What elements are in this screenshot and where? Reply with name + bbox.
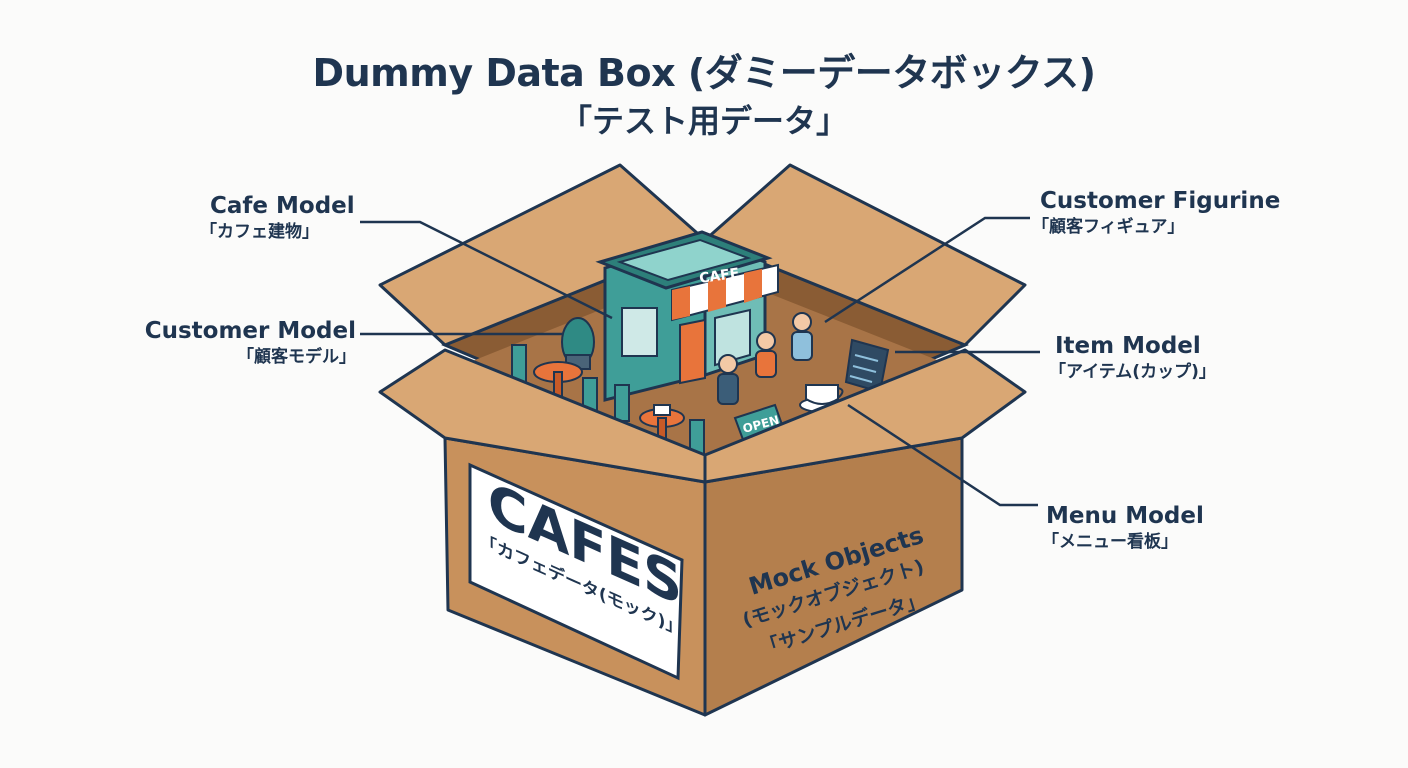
callout-cafe-model-japanese: 「カフェ建物」	[200, 222, 319, 243]
callout-customer-model-english: Customer Model	[144, 318, 356, 344]
customer-figurines	[717, 312, 813, 405]
callout-customer-figurine: Customer Figurine 「顧客フィギュア」	[1032, 188, 1281, 238]
cafe-sign-text: CAFE	[698, 266, 740, 287]
callout-item-model-japanese: 「アイテム(カップ)」	[1049, 362, 1216, 383]
callout-cafe-model: Cafe Model 「カフェ建物」	[200, 193, 355, 243]
callout-customer-figurine-japanese: 「顧客フィギュア」	[1032, 217, 1185, 238]
callout-item-model: Item Model 「アイテム(カップ)」	[1049, 333, 1216, 383]
page-title-english: Dummy Data Box (ダミーデータボックス)	[312, 51, 1096, 95]
box-flap-back-right	[703, 163, 1027, 347]
callout-customer-figurine-english: Customer Figurine	[1040, 188, 1281, 214]
callout-menu-model-japanese: 「メニュー看板」	[1042, 532, 1178, 553]
cafe-building: CAFE	[595, 230, 779, 402]
leader-cafe-model	[360, 220, 613, 320]
leader-menu-model	[847, 403, 1038, 507]
callout-customer-model-japanese: 「顧客モデル」	[237, 347, 356, 368]
callout-leader-lines	[360, 216, 1040, 507]
leader-customer-figurine	[824, 216, 1030, 324]
callout-item-model-english: Item Model	[1055, 333, 1201, 359]
callout-customer-model: Customer Model 「顧客モデル」	[136, 318, 356, 368]
callout-cafe-model-english: Cafe Model	[210, 193, 355, 219]
page-title-japanese: 「テスト用データ」	[559, 102, 848, 140]
plant-figure	[561, 317, 595, 370]
menu-board	[844, 338, 890, 394]
callout-menu-model: Menu Model 「メニュー看板」	[1042, 503, 1204, 553]
callout-menu-model-english: Menu Model	[1046, 503, 1204, 529]
